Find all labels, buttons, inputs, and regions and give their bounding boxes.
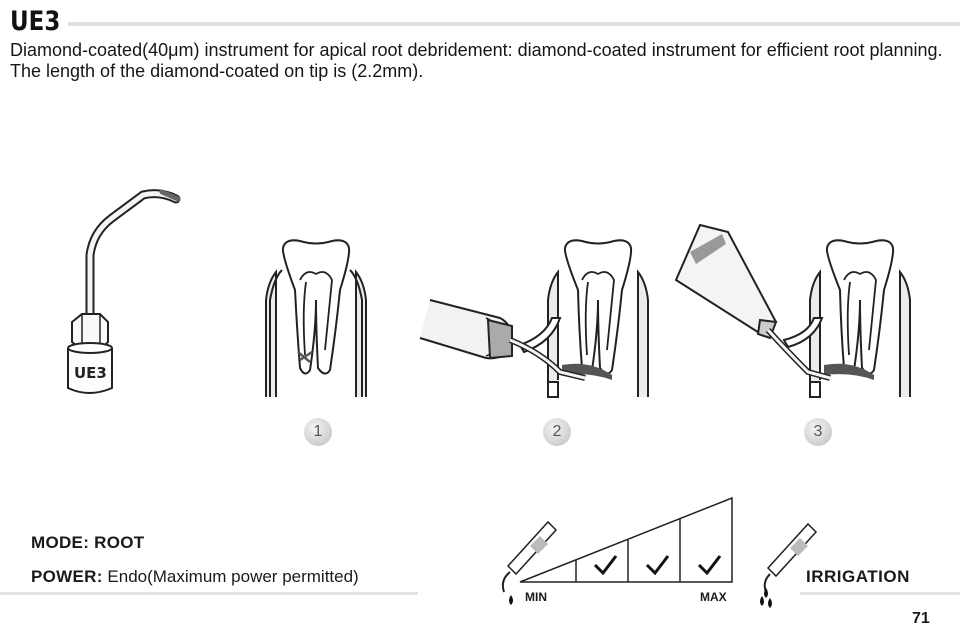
instrument-description: Diamond-coated(40μm) instrument for apic… [10,40,943,81]
scale-max-label: MAX [700,590,727,604]
check-icon-level-4 [697,555,722,576]
bottom-divider-left [0,592,418,595]
check-icon-level-3 [645,555,670,576]
tooth-illustration-2 [419,239,649,398]
power-setting: POWER: Endo(Maximum power permitted) [31,567,359,587]
bottom-divider-right [800,592,960,595]
ultrasonic-tip-illustration [67,189,181,394]
step-badge-2: 2 [543,418,571,446]
page-number: 71 [912,610,930,627]
tooth-illustration-3 [674,223,911,398]
water-drop-icon [509,595,513,605]
power-scale [501,496,733,605]
tooth-illustration-1 [265,239,367,397]
irrigation-label: IRRIGATION [806,567,910,586]
tip-engraving-label: UE3 [74,364,107,382]
power-value: Endo(Maximum power permitted) [102,567,359,586]
mode-setting: MODE: ROOT [31,533,145,552]
step-badge-1: 1 [304,418,332,446]
power-label: POWER: [31,567,103,586]
step-badge-3: 3 [804,418,832,446]
check-icon-level-2 [593,555,618,576]
scale-min-label: MIN [525,590,547,604]
model-title: UE3 [10,6,61,37]
title-divider [68,22,960,26]
irrigation-icon [760,522,818,608]
